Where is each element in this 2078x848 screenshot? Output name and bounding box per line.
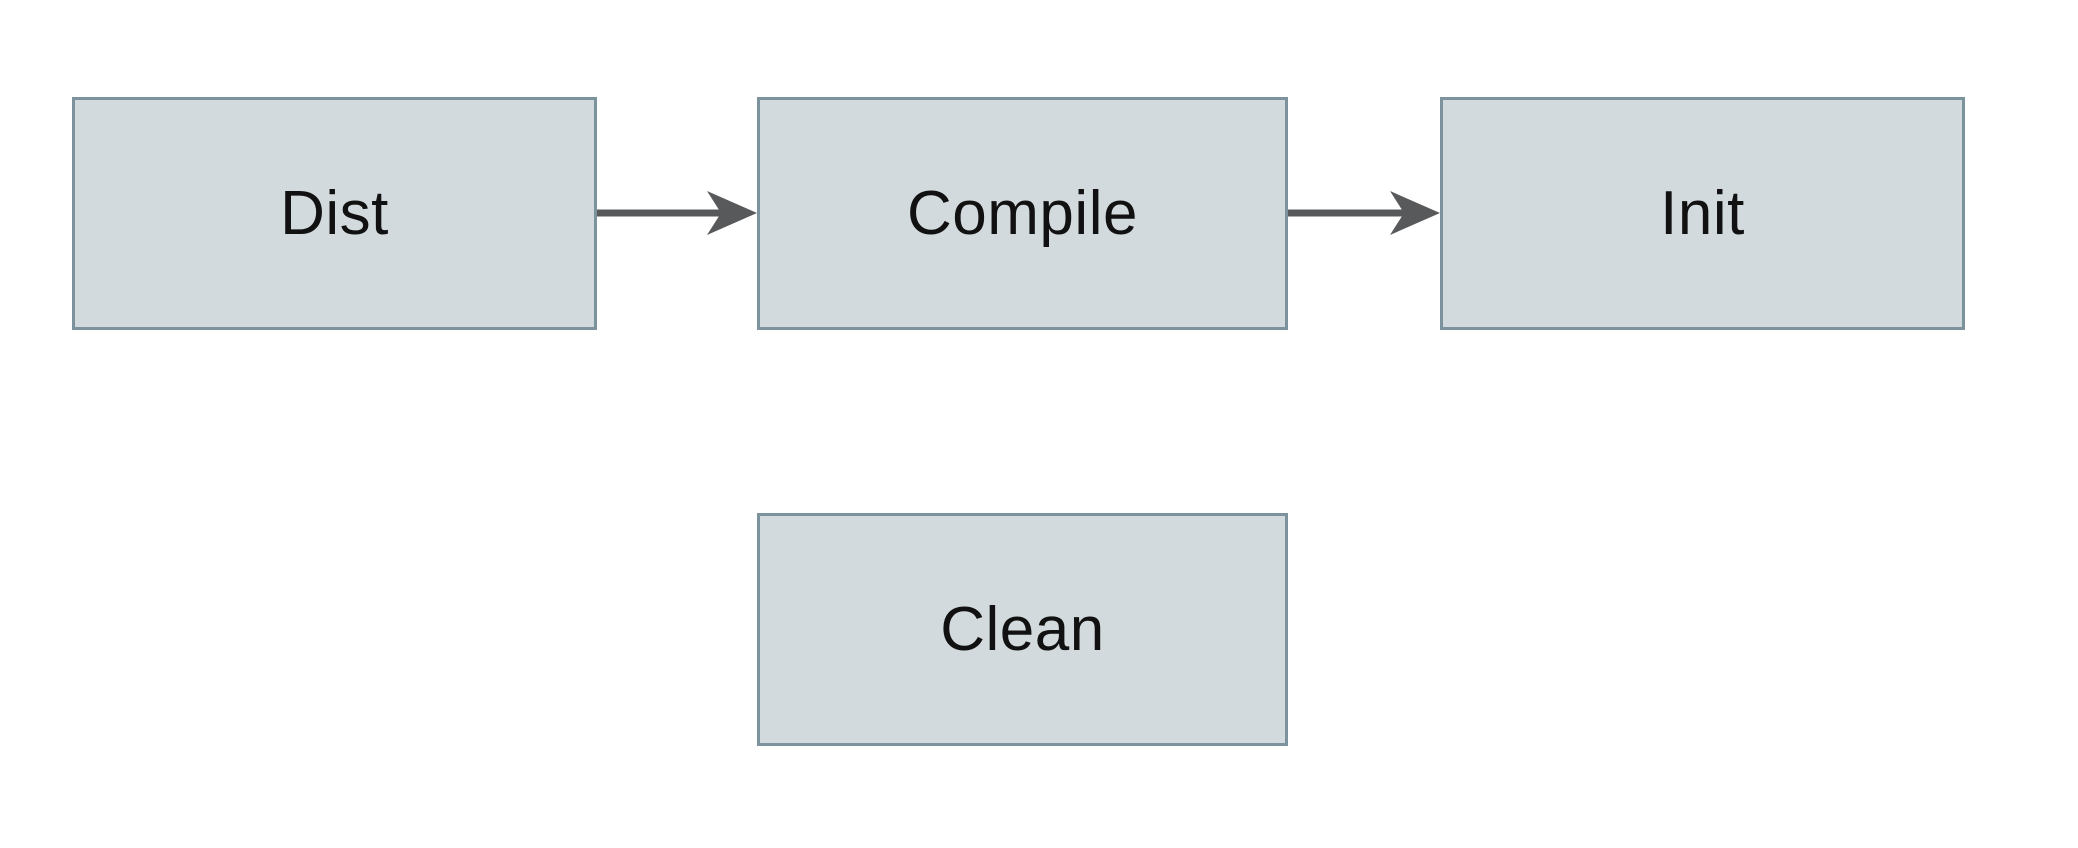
arrow-compile-to-init-icon [1288,191,1440,235]
node-dist-label: Dist [280,178,389,248]
node-dist: Dist [72,97,597,330]
node-clean-label: Clean [940,594,1105,664]
arrow-dist-to-compile-icon [597,191,757,235]
node-compile-label: Compile [907,178,1138,248]
node-init: Init [1440,97,1965,330]
node-clean: Clean [757,513,1288,746]
node-init-label: Init [1660,178,1745,248]
node-compile: Compile [757,97,1288,330]
